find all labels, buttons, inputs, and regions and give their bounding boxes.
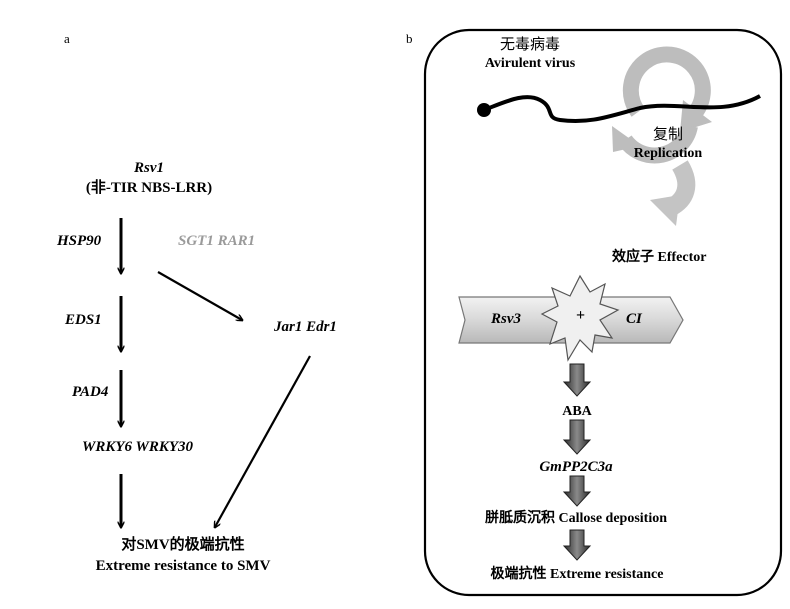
node-pad4: PAD4 (72, 384, 109, 400)
arrow-edr1-result (215, 355, 311, 527)
virus-genome (483, 94, 761, 124)
arrow-to-jar1 (157, 271, 242, 320)
virus-label-cn: 无毒病毒 (499, 37, 561, 53)
block-arrow-4 (562, 529, 592, 561)
effector-label: 效应子 Effector (612, 250, 707, 265)
node-hsp90: HSP90 (57, 233, 102, 249)
replication-cycle-arrows (612, 46, 712, 164)
node-eds1: EDS1 (65, 312, 102, 328)
replication-label-en: Replication (633, 146, 703, 161)
block-arrow-3 (562, 475, 592, 507)
aba-label: ABA (562, 404, 592, 419)
panel-b-block-arrows (562, 363, 592, 561)
node-result-en: Extreme resistance to SMV (95, 558, 271, 574)
plus-sign: + (576, 307, 586, 324)
cell-frame (423, 28, 783, 597)
node-rsv1-class: (非-TIR NBS-LRR) (85, 180, 213, 196)
interaction-starburst (540, 274, 620, 362)
gmpp2c3a-label: GmPP2C3a (539, 459, 613, 475)
node-result-cn: 对SMV的极端抗性 (121, 537, 245, 553)
virus-cap (477, 103, 491, 117)
node-rsv1: Rsv1 (134, 160, 164, 176)
rsv3-label: Rsv3 (491, 311, 521, 327)
replication-to-effector-arrow (650, 160, 696, 226)
panel-a-arrows (121, 218, 311, 527)
replication-label-cn: 复制 (652, 127, 684, 143)
block-arrow-2 (562, 419, 592, 455)
block-arrow-1 (562, 363, 592, 397)
ci-label: CI (626, 311, 642, 327)
callose-label: 胼胝质沉积 Callose deposition (484, 511, 668, 526)
virus-label-en: Avirulent virus (484, 56, 576, 71)
panel-b-label: b (406, 31, 413, 46)
panel-a-label: a (64, 31, 70, 46)
node-sgt1-rar1: SGT1 RAR1 (178, 233, 256, 249)
extreme-resistance-label: 极端抗性 Extreme resistance (490, 567, 664, 582)
node-wrky: WRKY6 WRKY30 (82, 439, 193, 455)
node-jar1-edr1: Jar1 Edr1 (274, 319, 337, 335)
